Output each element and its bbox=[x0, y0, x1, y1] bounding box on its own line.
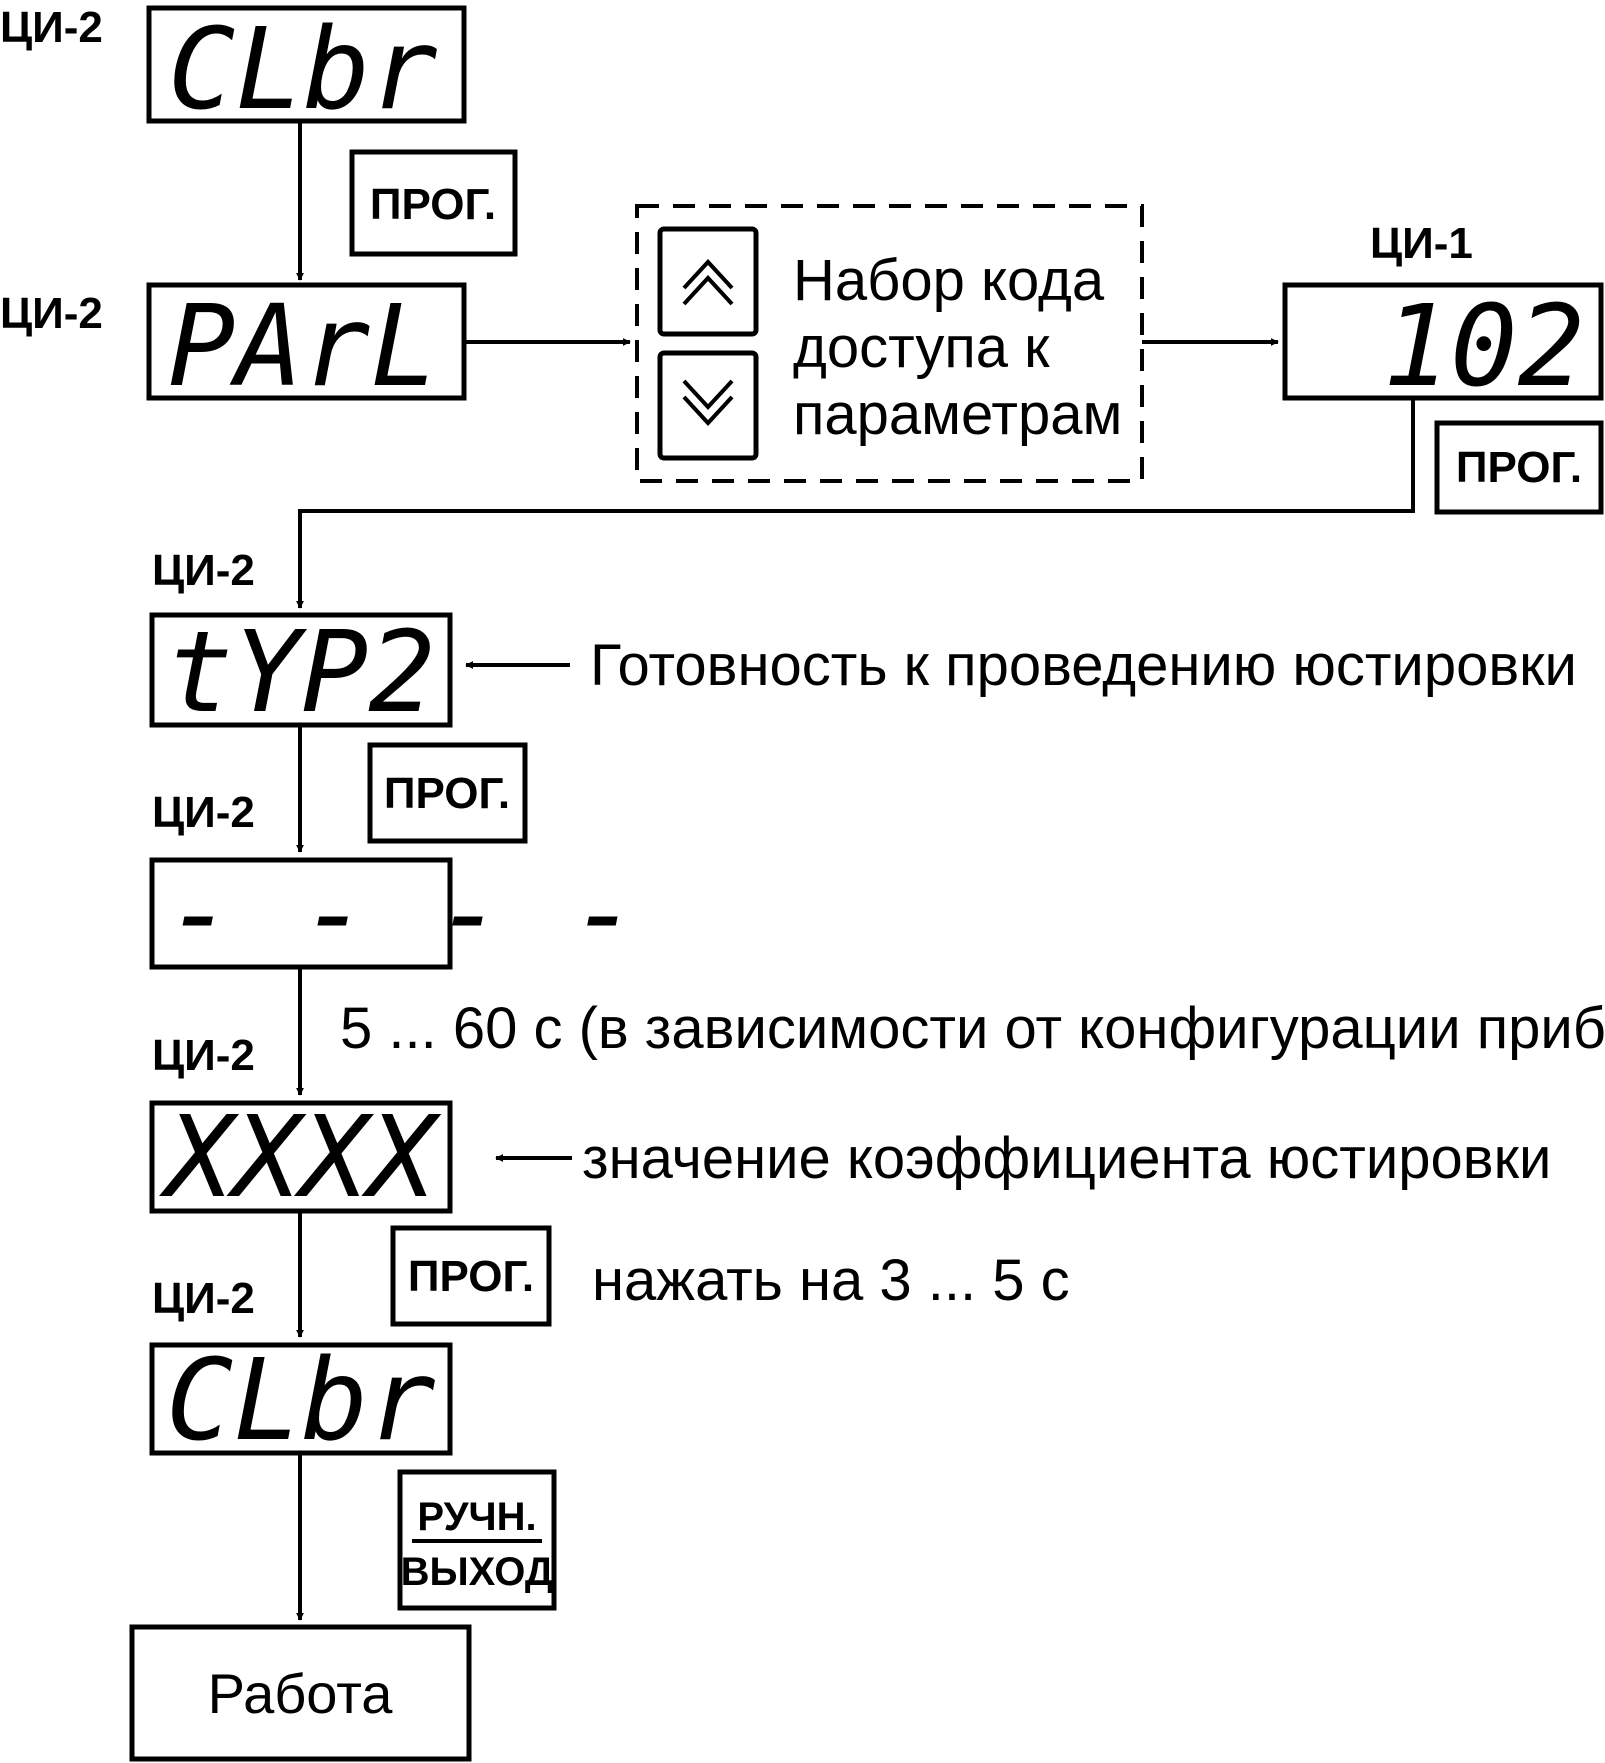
prog-button-2-label: ПРОГ. bbox=[1456, 443, 1582, 492]
display-2-value: PArL bbox=[168, 282, 438, 412]
double-chevron-down-icon bbox=[682, 379, 734, 426]
display-3-frame bbox=[1282, 282, 1604, 401]
double-chevron-up-icon bbox=[682, 259, 734, 306]
note-coef: значение коэффициента юстировки bbox=[582, 1126, 1551, 1191]
access-code-box bbox=[635, 204, 1144, 483]
access-code-line-1: Набор кода bbox=[793, 248, 1105, 313]
work-state-box bbox=[129, 1624, 472, 1762]
display-1-label: ЦИ-2 bbox=[0, 3, 103, 52]
arrow-d3-d4 bbox=[296, 398, 1415, 609]
note-hold: нажать на 3 ... 5 с bbox=[592, 1248, 1070, 1313]
up-button[interactable] bbox=[657, 226, 759, 337]
prog-button-4[interactable] bbox=[390, 1225, 552, 1327]
display-6-label: ЦИ-2 bbox=[152, 1031, 255, 1080]
work-state-label: Работа bbox=[208, 1662, 394, 1725]
display-2-label: ЦИ-2 bbox=[0, 289, 103, 338]
display-4-value: tYP2 bbox=[166, 608, 436, 738]
prog-button-3[interactable] bbox=[367, 742, 528, 844]
prog-button-1[interactable] bbox=[349, 149, 518, 257]
prog-button-2[interactable] bbox=[1434, 420, 1604, 515]
manual-exit-button[interactable] bbox=[397, 1469, 557, 1611]
exit-button-label: ВЫХОД bbox=[401, 1550, 554, 1594]
access-code-line-3: параметрам bbox=[793, 382, 1122, 447]
display-4-label: ЦИ-2 bbox=[152, 546, 255, 595]
display-1-frame bbox=[146, 5, 467, 124]
display-7-label: ЦИ-2 bbox=[152, 1274, 255, 1323]
display-5-value: - - - - bbox=[166, 849, 638, 979]
prog-button-1-label: ПРОГ. bbox=[370, 180, 496, 229]
display-3-value: 102 bbox=[1383, 282, 1585, 412]
display-1-value: CLbr bbox=[168, 5, 438, 135]
manual-button-label: РУЧН. bbox=[417, 1495, 536, 1539]
note-wait: 5 ... 60 с (в зависимости от конфигураци… bbox=[340, 996, 1605, 1061]
display-3-label: ЦИ-1 bbox=[1370, 219, 1473, 268]
prog-button-4-label: ПРОГ. bbox=[408, 1252, 534, 1301]
access-code-line-2: доступа к bbox=[793, 315, 1050, 380]
down-button[interactable] bbox=[657, 350, 759, 461]
display-7-value: CLbr bbox=[166, 1336, 436, 1466]
prog-button-3-label: ПРОГ. bbox=[384, 769, 510, 818]
display-6-value: XXXX bbox=[159, 1093, 442, 1223]
display-5-label: ЦИ-2 bbox=[152, 788, 255, 837]
note-ready: Готовность к проведению юстировки bbox=[590, 633, 1577, 698]
